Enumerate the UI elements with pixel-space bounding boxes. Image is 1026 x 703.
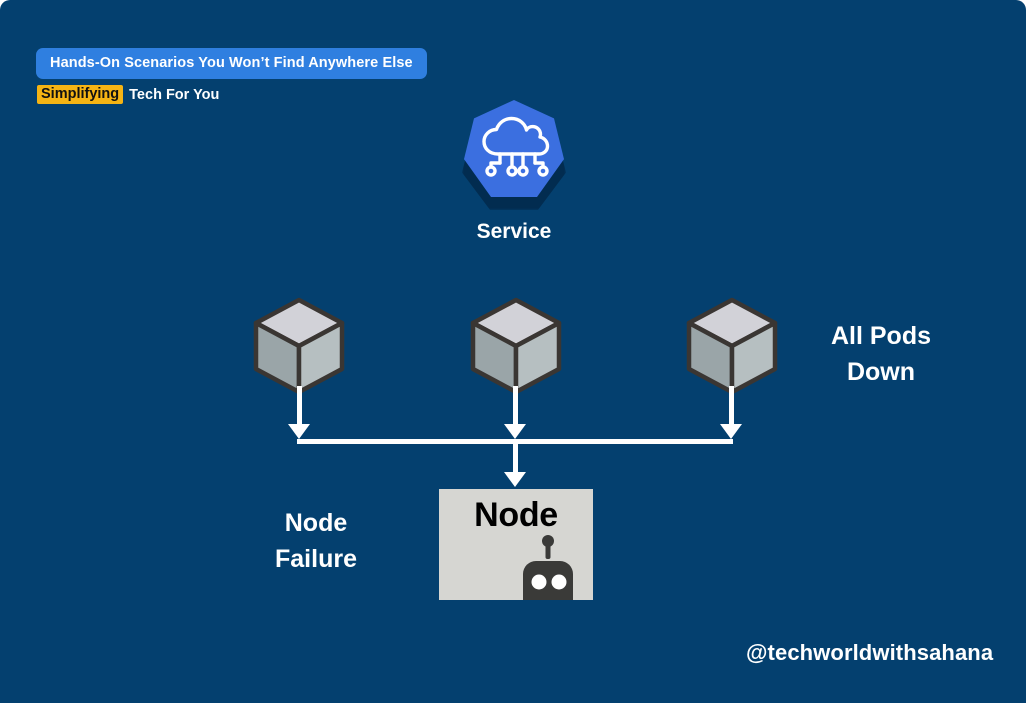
tagline-highlight: Simplifying	[37, 85, 124, 104]
connector-node-arrowhead	[504, 472, 526, 487]
service-node: Service	[456, 98, 572, 248]
connector-pod-2-line	[513, 386, 518, 426]
node-failure-label: Node Failure	[226, 505, 406, 578]
connector-pod-3-line	[729, 386, 734, 426]
cloud-network-icon	[482, 116, 550, 177]
all-pods-down-line2: Down	[846, 358, 916, 387]
pod-cube-1	[253, 297, 345, 395]
connector-node-line	[513, 439, 518, 473]
pod-cube-3	[686, 297, 778, 395]
robot-icon	[523, 535, 573, 600]
node-failure-line2: Failure	[275, 545, 357, 574]
node-box-title: Node	[474, 496, 558, 534]
tagline: Simplifying Tech For You	[37, 85, 219, 104]
connector-pod-3-arrowhead	[720, 424, 742, 439]
connector-pod-1-arrowhead	[288, 424, 310, 439]
connector-pod-2-arrowhead	[504, 424, 526, 439]
all-pods-down-line1: All Pods	[830, 322, 931, 350]
headline-pill: Hands-On Scenarios You Won’t Find Anywhe…	[36, 48, 427, 79]
service-label: Service	[476, 220, 552, 243]
author-handle: @techworldwithsahana	[746, 640, 994, 665]
all-pods-down-label: All Pods Down	[791, 318, 971, 391]
connector-pod-1-line	[297, 386, 302, 426]
pod-cube-2	[470, 297, 562, 395]
node-box: Node	[439, 489, 593, 600]
tagline-rest: Tech For You	[129, 86, 220, 103]
node-failure-line1: Node	[284, 509, 348, 537]
